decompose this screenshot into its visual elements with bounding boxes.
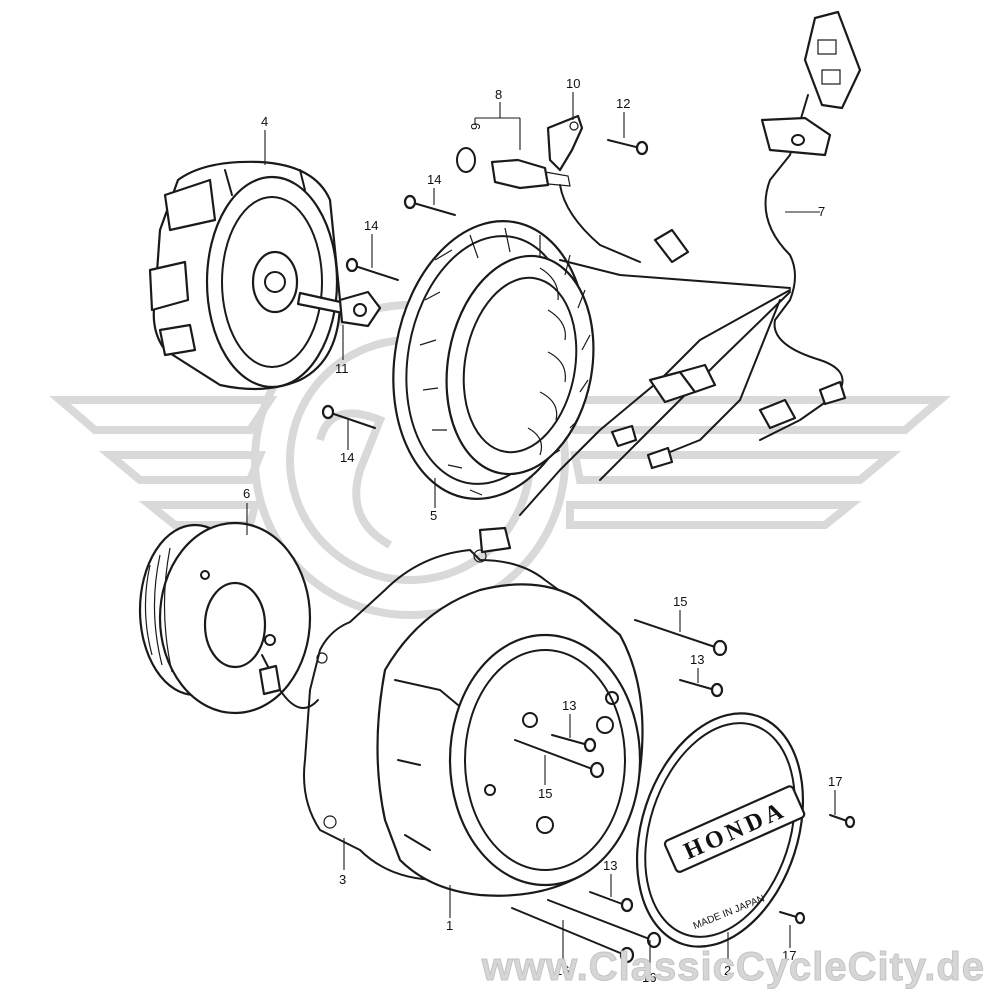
callout-13-center: 13 bbox=[562, 698, 576, 713]
callout-2: 2 bbox=[724, 963, 731, 978]
callout-12: 12 bbox=[616, 96, 630, 111]
bolt-14-top bbox=[403, 194, 456, 216]
bolt-14-low bbox=[321, 404, 376, 429]
callout-14-mid: 14 bbox=[364, 218, 378, 233]
callout-9: 9 bbox=[468, 123, 483, 130]
bolt-14-mid bbox=[345, 257, 399, 281]
screws bbox=[321, 139, 856, 964]
callout-16-left: 16 bbox=[555, 963, 569, 978]
wire-harness-part bbox=[478, 10, 862, 554]
bolt-16-upper bbox=[547, 899, 662, 949]
callout-4: 4 bbox=[261, 114, 268, 129]
leader-lines bbox=[246, 92, 836, 968]
callout-11: 11 bbox=[335, 361, 349, 376]
callout-15-center: 15 bbox=[538, 786, 552, 801]
screw-17-bottom bbox=[779, 911, 806, 925]
callout-14-low: 14 bbox=[340, 450, 354, 465]
pulse-generator-part bbox=[138, 521, 319, 715]
bolt-15-center bbox=[514, 739, 605, 779]
screw-13-bottom bbox=[589, 891, 634, 913]
o-ring-part bbox=[456, 147, 476, 173]
crankcase-cover-part bbox=[376, 583, 644, 897]
callout-3: 3 bbox=[339, 872, 346, 887]
callout-14-top: 14 bbox=[427, 172, 441, 187]
cover-plate-part: HONDA MADE IN JAPAN bbox=[635, 712, 806, 948]
screw-17-top bbox=[829, 814, 856, 829]
callout-17-top: 17 bbox=[828, 774, 842, 789]
callouts: 4 6 11 5 7 8 9 10 12 14 14 14 15 13 13 1… bbox=[243, 76, 842, 985]
rotor-bolt-part bbox=[296, 290, 382, 328]
neutral-switch-part bbox=[490, 158, 641, 263]
callout-16-right: 16 bbox=[642, 970, 656, 985]
bolt-15-top bbox=[634, 619, 728, 657]
callout-6: 6 bbox=[243, 486, 250, 501]
callout-13-top: 13 bbox=[690, 652, 704, 667]
screw-12 bbox=[607, 139, 649, 156]
stator-part bbox=[392, 220, 595, 500]
bolt-16-lower bbox=[511, 907, 635, 964]
callout-17-bottom: 17 bbox=[782, 948, 796, 963]
screw-13-top bbox=[679, 679, 724, 698]
callout-8: 8 bbox=[495, 87, 502, 102]
callout-10: 10 bbox=[566, 76, 580, 91]
bracket-part bbox=[546, 114, 584, 172]
callout-7: 7 bbox=[818, 204, 825, 219]
callout-1: 1 bbox=[446, 918, 453, 933]
rotor-part bbox=[148, 160, 342, 391]
watermark-url: www.ClassicCycleCity.de bbox=[481, 945, 985, 989]
callout-15-top: 15 bbox=[673, 594, 687, 609]
callout-5: 5 bbox=[430, 508, 437, 523]
screw-13-center bbox=[551, 734, 597, 753]
callout-13-bottom: 13 bbox=[603, 858, 617, 873]
